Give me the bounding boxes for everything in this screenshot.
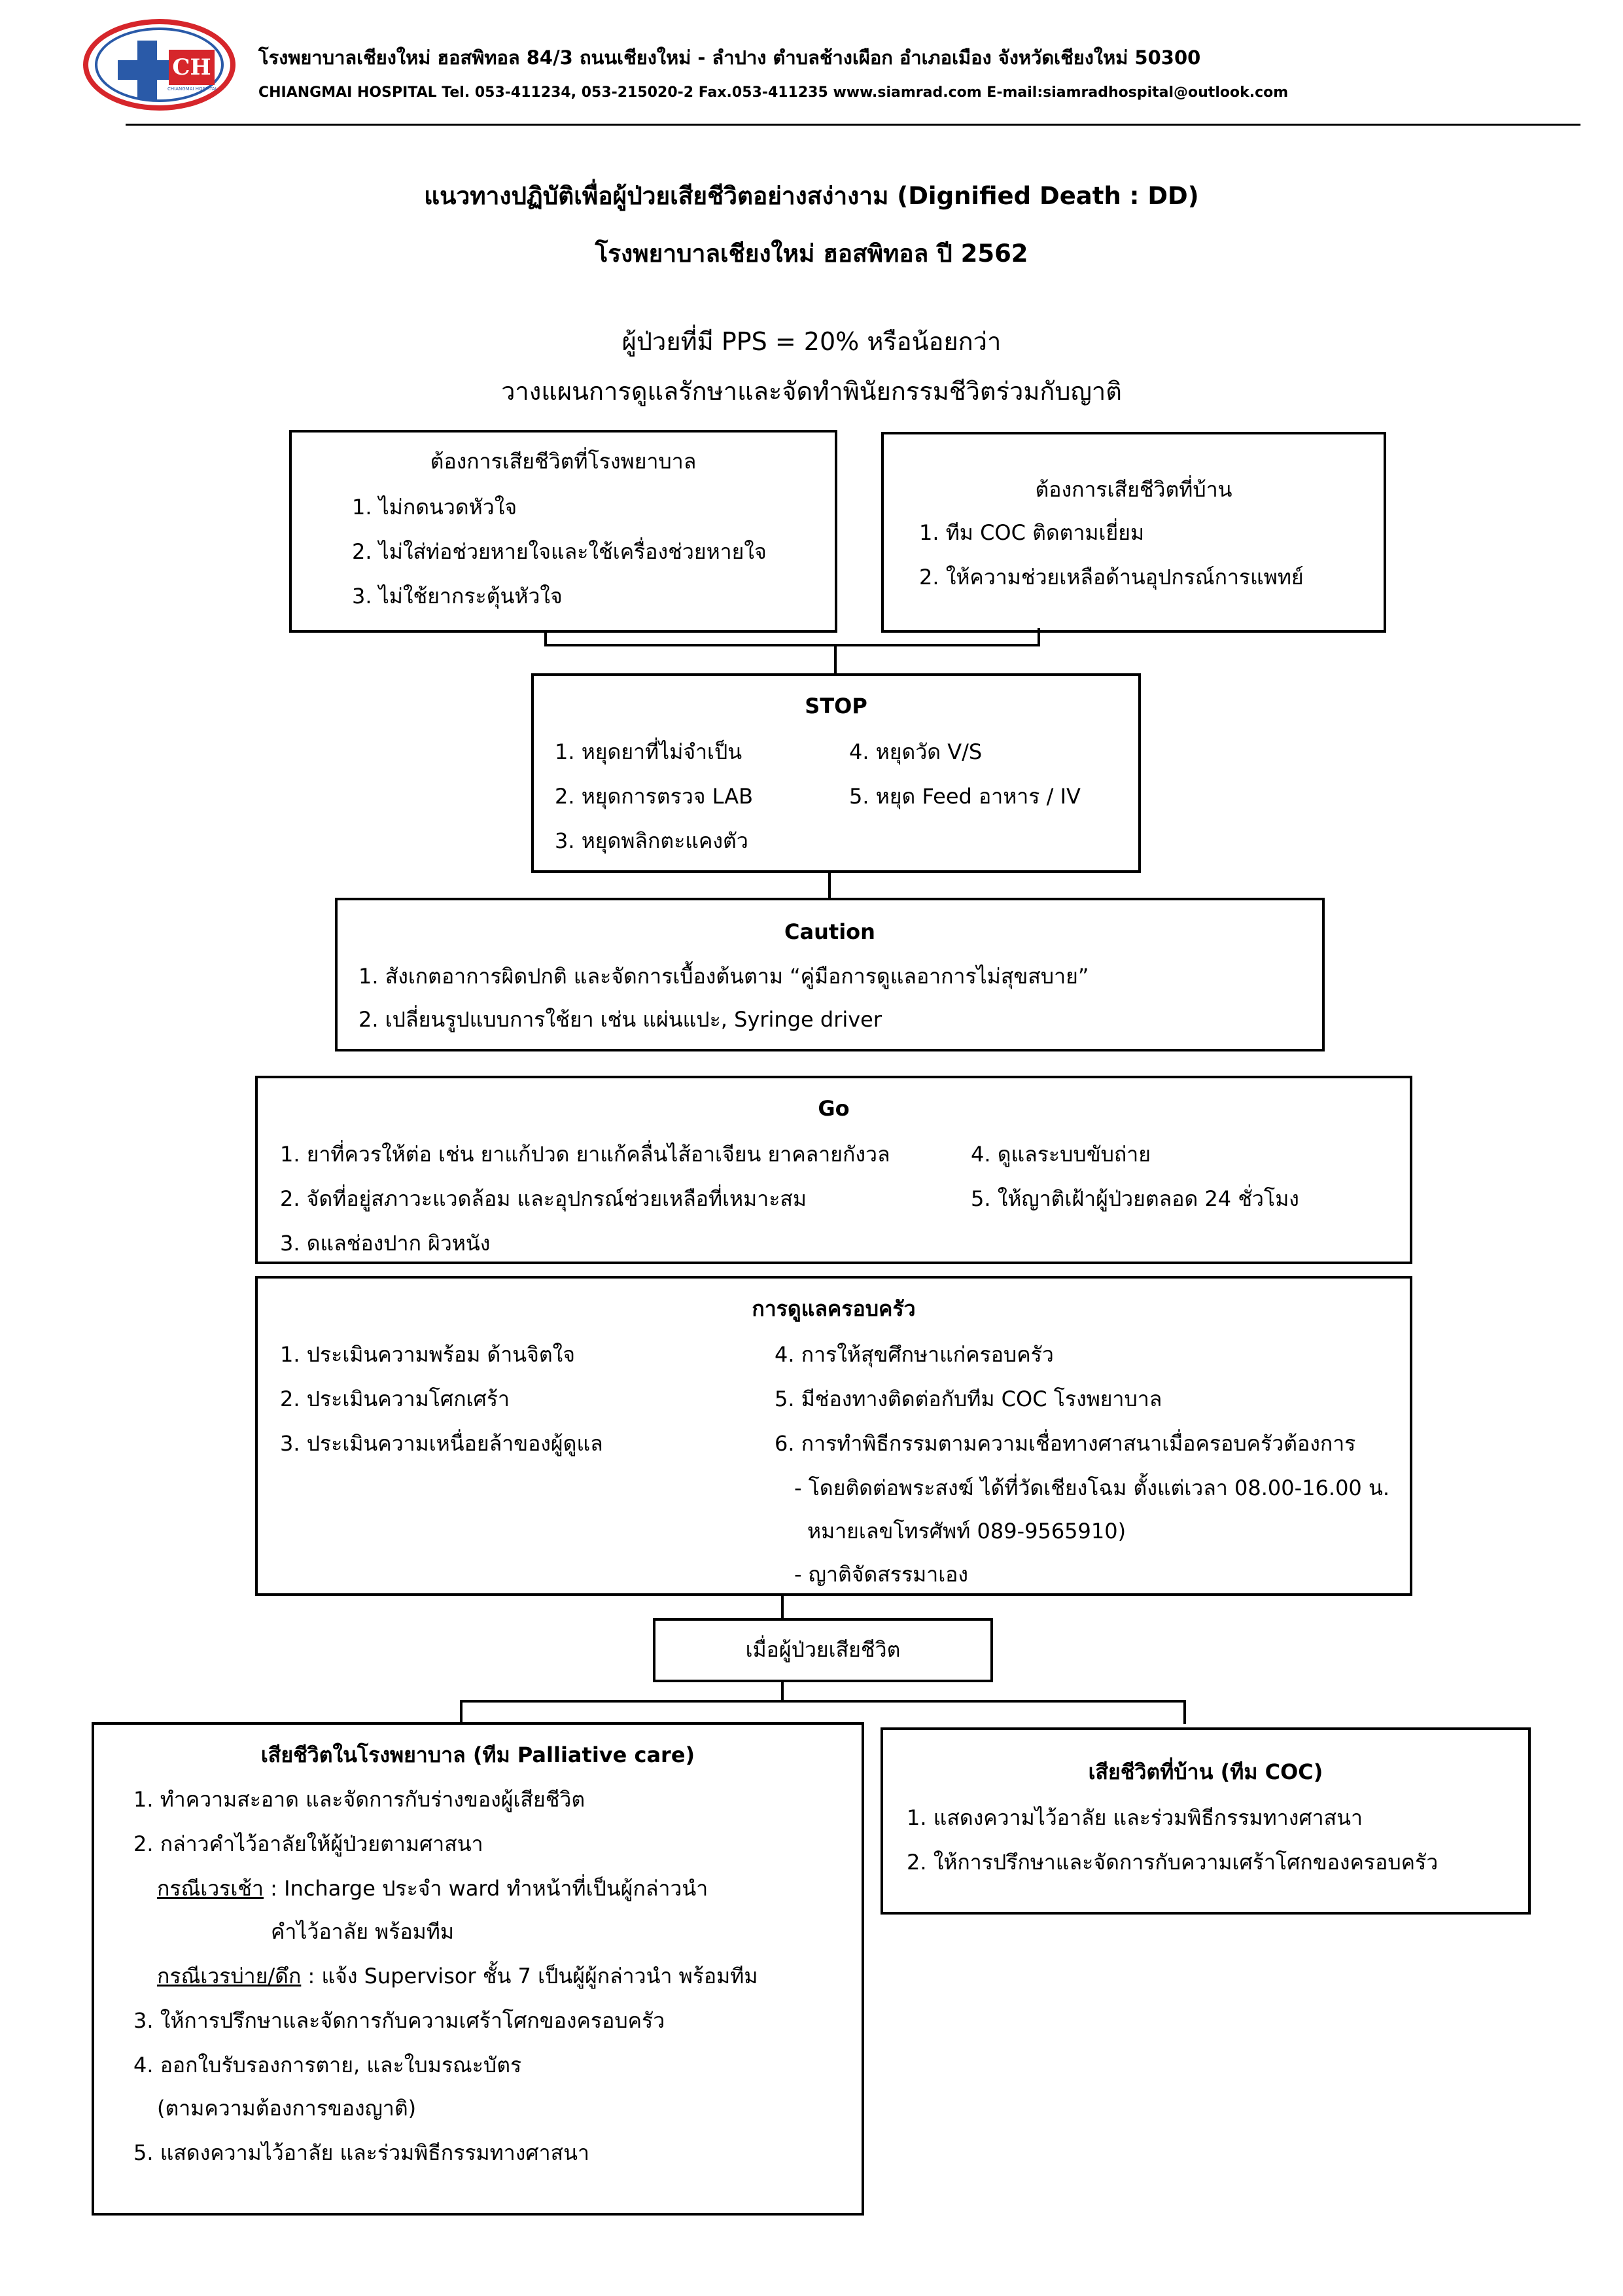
- box-hospital-wish: ต้องการเสียชีวิตที่โรงพยาบาล 1. ไม่กดนวด…: [289, 430, 837, 633]
- home-wish-item: 2. ให้ความช่วยเหลือด้านอุปกรณ์การแพทย์: [919, 565, 1304, 590]
- evening-shift-label: กรณีเวรบ่าย/ดึก: [157, 1964, 302, 1988]
- connector: [460, 1700, 462, 1724]
- morning-shift-line: กรณีเวรเช้า : Incharge ประจำ ward ทำหน้า…: [157, 1875, 708, 1901]
- family-item: 1. ประเมินความพร้อม ด้านจิตใจ: [280, 1342, 576, 1367]
- connector: [834, 644, 837, 675]
- stop-title: STOP: [805, 694, 867, 718]
- logo-subtext: CHIANGMAI HOSPITAL: [167, 86, 218, 92]
- family-item: 5. มีช่องทางติดต่อกับทีม COC โรงพยาบาล: [775, 1386, 1162, 1411]
- family-title: การดูแลครอบครัว: [752, 1296, 916, 1321]
- go-item: 4. ดูแลระบบขับถ่าย: [971, 1142, 1151, 1167]
- box-go: Go 1. ยาที่ควรให้ต่อ เช่น ยาแก้ปวด ยาแก้…: [255, 1076, 1412, 1264]
- box-death-at-home: เสียชีวิตที่บ้าน (ทีม COC) 1. แสดงความไว…: [881, 1727, 1531, 1915]
- caution-item: 1. สังเกตอาการผิดปกติ และจัดการเบื้องต้น…: [358, 964, 1089, 989]
- family-subitem: - โดยติดต่อพระสงฆ์ ได้ที่วัดเชียงโฉม ตั้…: [794, 1475, 1389, 1500]
- page-subtitle: โรงพยาบาลเชียงใหม่ ฮอสพิทอล ปี 2562: [595, 239, 1028, 268]
- connector: [1183, 1700, 1186, 1724]
- stop-item: 4. หยุดวัด V/S: [849, 739, 983, 764]
- connector: [544, 644, 1040, 646]
- family-subitem: - ญาติจัดสรรมาเอง: [794, 1562, 969, 1587]
- hospital-wish-item: 1. ไม่กดนวดหัวใจ: [352, 495, 517, 520]
- stop-item: 3. หยุดพลิกตะแคงตัว: [555, 828, 748, 853]
- death-hospital-item: 3. ให้การปรึกษาและจัดการกับความเศร้าโศกข…: [133, 2008, 665, 2033]
- caution-title: Caution: [784, 919, 875, 944]
- header-address-thai: โรงพยาบาลเชียงใหม่ ฮอสพิทอล 84/3 ถนนเชีย…: [258, 46, 1201, 69]
- box-caution: Caution 1. สังเกตอาการผิดปกติ และจัดการเ…: [335, 898, 1325, 1051]
- family-item: 2. ประเมินความโศกเศร้า: [280, 1386, 510, 1411]
- death-hospital-item: 1. ทำความสะอาด และจัดการกับร่างของผู้เสี…: [133, 1787, 585, 1812]
- header-divider: [126, 124, 1580, 126]
- box-stop: STOP 1. หยุดยาที่ไม่จำเป็น 2. หยุดการตรว…: [531, 673, 1141, 873]
- box-family-care: การดูแลครอบครัว 1. ประเมินความพร้อม ด้าน…: [255, 1276, 1412, 1596]
- go-item: 3. ดแลช่องปาก ผิวหนัง: [280, 1231, 491, 1256]
- connector: [1038, 628, 1040, 646]
- stop-item: 2. หยุดการตรวจ LAB: [555, 784, 754, 809]
- logo-cross-icon: [118, 41, 177, 99]
- stop-item: 1. หยุดยาที่ไม่จำเป็น: [555, 739, 742, 764]
- go-item: 2. จัดที่อยู่สภาวะแวดล้อม และอุปกรณ์ช่วย…: [280, 1186, 807, 1211]
- morning-shift-text: : Incharge ประจำ ward ทำหน้าที่เป็นผู้กล…: [263, 1876, 708, 1901]
- box-home-wish: ต้องการเสียชีวิตที่บ้าน 1. ทีม COC ติดตา…: [881, 432, 1386, 633]
- morning-shift-text-cont: คำไว้อาลัย พร้อมทีม: [271, 1919, 454, 1944]
- death-home-item: 1. แสดงความไว้อาลัย และร่วมพิธีกรรมทางศา…: [907, 1805, 1363, 1830]
- death-hospital-title: เสียชีวิตในโรงพยาบาล (ทีม Palliative car…: [260, 1742, 695, 1767]
- death-hospital-item: 2. กล่าวคำไว้อาลัยให้ผู้ป่วยตามศาสนา: [133, 1831, 483, 1856]
- box-patient-death: เมื่อผู้ป่วยเสียชีวิต: [653, 1618, 993, 1682]
- connector: [828, 873, 831, 899]
- page-title: แนวทางปฏิบัติเพื่อผู้ป่วยเสียชีวิตอย่างส…: [424, 182, 1199, 210]
- morning-shift-label: กรณีเวรเช้า: [157, 1876, 264, 1901]
- logo-inner-ring: [95, 27, 224, 102]
- death-home-title: เสียชีวิตที่บ้าน (ทีม COC): [1088, 1759, 1323, 1784]
- caution-item: 2. เปลี่ยนรูปแบบการใช้ยา เช่น แผ่นแปะ, S…: [358, 1007, 882, 1032]
- family-item: 4. การให้สุขศึกษาแก่ครอบครัว: [775, 1342, 1054, 1367]
- hospital-wish-item: 2. ไม่ใส่ท่อช่วยหายใจและใช้เครื่องช่วยหา…: [352, 539, 767, 564]
- connector: [544, 633, 547, 646]
- home-wish-title: ต้องการเสียชีวิตที่บ้าน: [1035, 477, 1232, 502]
- death-home-item: 2. ให้การปรึกษาและจัดการกับความเศร้าโศกข…: [907, 1850, 1439, 1875]
- header-contact: CHIANGMAI HOSPITAL Tel. 053-411234, 053-…: [258, 84, 1289, 101]
- hospital-wish-title: ต้องการเสียชีวิตที่โรงพยาบาล: [430, 449, 697, 474]
- home-wish-item: 1. ทีม COC ติดตามเยี่ยม: [919, 520, 1145, 545]
- intro-line-2: วางแผนการดูแลรักษาและจัดทำพินัยกรรมชีวิต…: [501, 377, 1122, 406]
- go-item: 5. ให้ญาติเฝ้าผู้ป่วยตลอด 24 ชั่วโมง: [971, 1186, 1299, 1211]
- connector: [781, 1682, 784, 1702]
- patient-death-label: เมื่อผู้ป่วยเสียชีวิต: [745, 1637, 901, 1662]
- family-item: 6. การทำพิธีกรรมตามความเชื่อทางศาสนาเมื่…: [775, 1431, 1356, 1456]
- go-item: 1. ยาที่ควรให้ต่อ เช่น ยาแก้ปวด ยาแก้คลื…: [280, 1142, 890, 1167]
- logo-ch-badge: CH: [169, 50, 215, 85]
- stop-item: 5. หยุด Feed อาหาร / IV: [849, 784, 1081, 809]
- intro-line-1: ผู้ป่วยที่มี PPS = 20% หรือน้อยกว่า: [621, 327, 1002, 356]
- connector: [460, 1700, 1186, 1703]
- evening-shift-text: : แจ้ง Supervisor ชั้น 7 เป็นผู้ผู้กล่าว…: [301, 1964, 758, 1988]
- hospital-wish-item: 3. ไม่ใช้ยากระตุ้นหัวใจ: [352, 584, 563, 609]
- evening-shift-line: กรณีเวรบ่าย/ดึก : แจ้ง Supervisor ชั้น 7…: [157, 1963, 758, 1989]
- family-item: 3. ประเมินความเหนื่อยล้าของผู้ดูแล: [280, 1431, 603, 1456]
- family-subitem: หมายเลขโทรศัพท์ 089-9565910): [807, 1519, 1126, 1544]
- go-title: Go: [818, 1096, 850, 1121]
- box-death-in-hospital: เสียชีวิตในโรงพยาบาล (ทีม Palliative car…: [92, 1722, 864, 2216]
- death-hospital-item: 5. แสดงความไว้อาลัย และร่วมพิธีกรรมทางศา…: [133, 2140, 589, 2165]
- death-hospital-item: 4. ออกใบรับรองการตาย, และใบมรณะบัตร: [133, 2053, 522, 2077]
- connector: [781, 1596, 784, 1619]
- death-hospital-item-note: (ตามความต้องการของญาติ): [157, 2096, 417, 2121]
